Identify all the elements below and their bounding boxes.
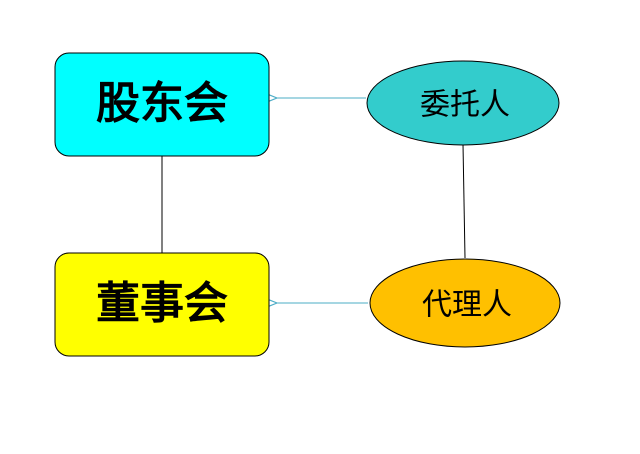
edge-principal-to-agent-line <box>462 143 466 259</box>
node-shareholders-meeting-label: 股东会 <box>96 78 228 129</box>
node-agent-ellipse <box>369 258 561 348</box>
node-board-of-directors-label: 董事会 <box>96 278 228 329</box>
node-board-of-directors: 董事会 <box>54 252 270 357</box>
node-agent: 代理人 <box>369 258 561 348</box>
node-shareholders-meeting-box <box>54 52 270 157</box>
node-principal-ellipse <box>366 60 560 146</box>
node-board-of-directors-box <box>54 252 270 357</box>
node-agent-label: 代理人 <box>422 288 512 323</box>
node-principal-label: 委托人 <box>420 88 510 123</box>
node-principal: 委托人 <box>366 60 560 146</box>
node-shareholders-meeting: 股东会 <box>54 52 270 157</box>
